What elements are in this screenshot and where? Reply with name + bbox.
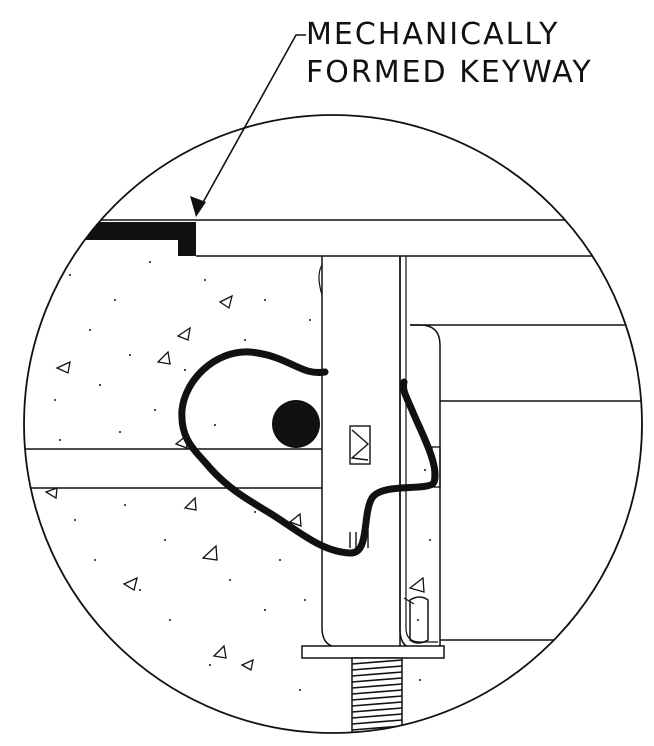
callout-leader (195, 34, 306, 216)
concrete-speckles (54, 261, 431, 691)
keyway-fill (60, 222, 196, 256)
base-plate (301, 645, 445, 659)
callout-arrowhead (190, 196, 206, 217)
slab-top (24, 219, 642, 257)
plate-marking (349, 425, 371, 548)
bracket (410, 324, 441, 650)
threaded-rod (351, 657, 403, 733)
callout-label-line-2: FORMED KEYWAY (306, 55, 593, 90)
rebar-section (272, 400, 320, 448)
right-framing (410, 324, 642, 641)
horizontal-bar (24, 448, 322, 489)
clip (409, 596, 429, 644)
callout-label-line-1: MECHANICALLY (306, 17, 560, 52)
detail-boundary (23, 114, 643, 734)
joint-plate-left (321, 256, 401, 649)
wire-loop (178, 348, 439, 557)
